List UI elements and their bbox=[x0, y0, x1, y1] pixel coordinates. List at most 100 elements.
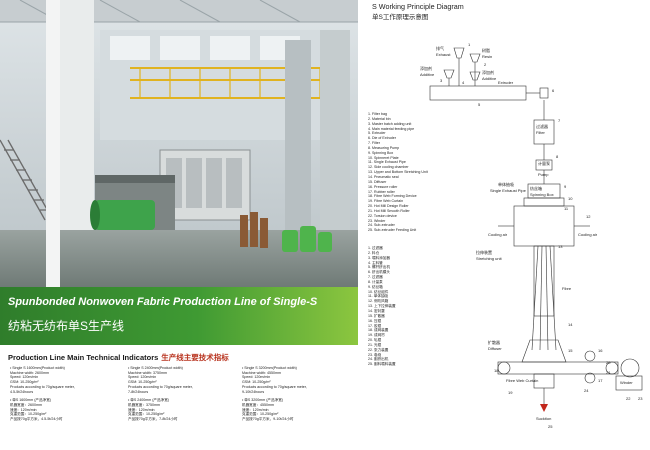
label-cn-additive-2: 添加剂 bbox=[482, 69, 494, 75]
spec-line: Products according to 70g/square meter, bbox=[242, 384, 307, 389]
label-filter: Filter bbox=[536, 130, 546, 135]
legend-item: 3. 喂料添加器 bbox=[368, 255, 390, 260]
num-12: 12 bbox=[586, 214, 591, 219]
legend-item: 13. 上下拉伸装置 bbox=[368, 304, 396, 309]
num-15: 15 bbox=[568, 348, 573, 353]
legend-item: 17. Rubber roller bbox=[368, 189, 395, 194]
spec-line: 克重范围：10-250g/m² bbox=[10, 412, 47, 417]
spec-line: 7-8t/24hours bbox=[128, 389, 149, 394]
legend-item: 12. 侧吹风箱 bbox=[368, 299, 389, 304]
label-additive-1: Additive bbox=[420, 72, 435, 77]
left-panel: Spunbonded Nonwoven Fabric Production Li… bbox=[0, 0, 358, 422]
num-22: 22 bbox=[626, 396, 631, 401]
legend-item: 8. Measuring Pump bbox=[368, 145, 400, 150]
legend-item: 22. 张力装置 bbox=[368, 347, 389, 352]
label-cn-resin: 树脂 bbox=[482, 47, 490, 53]
label-additive-2: Additive bbox=[482, 76, 497, 81]
legend-item: 13. Upper and Bottom Stretching Unit bbox=[368, 170, 428, 175]
factory-illustration bbox=[0, 0, 358, 287]
legend-item: 11. Single Exhaust Pipe bbox=[368, 160, 406, 165]
legend-item: 19. Fibre Web Curtain bbox=[368, 199, 404, 204]
label-spinning-box: Spinning Box bbox=[530, 192, 554, 197]
legend-item: 18. 成网装置 bbox=[368, 328, 389, 333]
banner-title-cn: 纺粘无纺布单S生产线 bbox=[8, 319, 125, 333]
legend-item: 12. Side cooling chamber bbox=[368, 165, 409, 170]
spec-line: 产品按70g平方米，4.5-5t/24小时 bbox=[10, 417, 63, 422]
legend-item: 16. Pressure roller bbox=[368, 184, 398, 189]
label-winder: Winder bbox=[620, 380, 633, 385]
legend-item: 3. Master batch adding unit bbox=[368, 121, 412, 126]
num-8: 8 bbox=[556, 154, 559, 159]
spec-line: Machine width: 3750mm bbox=[128, 370, 167, 375]
spec-line: 机器宽度：2600mm bbox=[10, 402, 42, 407]
spec-line: GSM: 10-250g/m² bbox=[10, 380, 39, 385]
legend-item: 21. Hot Mill Smooth Roller bbox=[368, 208, 410, 213]
spec-line: 9-10t/24hours bbox=[242, 389, 265, 394]
spec-line: 产品按70g平方米，7-8t/24小时 bbox=[128, 417, 178, 422]
num-25: 25 bbox=[548, 424, 553, 429]
legend-item: 25. Sub-extruder Feeding Unit bbox=[368, 228, 417, 233]
spec-line: • Single S 2400mm(Product width) bbox=[128, 366, 183, 370]
spec-line: • Single S 1600mm(Product width) bbox=[10, 366, 65, 370]
working-principle-diagram: 排气 Exhaust 树脂 Resin 添加剂 Additive 添加剂 Add… bbox=[420, 42, 643, 429]
label-stretching-unit: Stretching unit bbox=[476, 256, 502, 261]
spec-line: 产品按70g平方米，9-10t/24小时 bbox=[242, 417, 294, 422]
banner-title-en: Spunbonded Nonwoven Fabric Production Li… bbox=[8, 296, 318, 308]
label-cn-additive-1: 添加剂 bbox=[420, 65, 432, 71]
num-5: 5 bbox=[478, 102, 481, 107]
legend-item: 25. 副料喂料装置 bbox=[368, 362, 396, 367]
spec-line: • 单S 3200mm (产品净宽) bbox=[242, 398, 283, 403]
num-10: 10 bbox=[568, 196, 573, 201]
legend-item: 8. 计量泵 bbox=[368, 279, 383, 284]
specs-title: Production Line Main Technical Indicator… bbox=[8, 352, 229, 363]
num-1: 1 bbox=[468, 42, 471, 47]
label-pump: Pump bbox=[538, 172, 549, 177]
num-23: 23 bbox=[638, 396, 643, 401]
num-13: 13 bbox=[558, 244, 563, 249]
num-9: 9 bbox=[564, 184, 567, 189]
legend-item: 5. Extruder bbox=[368, 131, 386, 136]
legend-item: 23. Winder bbox=[368, 218, 386, 223]
spec-line: Products according to 70g/square meter, bbox=[10, 384, 75, 389]
spec-line: GSM: 10-250g/m² bbox=[128, 380, 157, 385]
spec-column-1: • Single S 1600mm(Product width) Machine… bbox=[10, 366, 118, 422]
num-6: 6 bbox=[552, 88, 555, 93]
spec-line: 4.5-5t/24hours bbox=[10, 389, 34, 394]
label-cn-spinbox: 纺丝箱 bbox=[530, 185, 542, 191]
legend-item: 7. Filter bbox=[368, 141, 380, 146]
spec-line: 克重范围：10-250g/m² bbox=[242, 412, 279, 417]
legend-item: 17. 胶辊 bbox=[368, 323, 382, 328]
spec-line: Products according to 70g/square meter, bbox=[128, 384, 193, 389]
specs-title-en: Production Line Main Technical Indicator… bbox=[8, 353, 159, 362]
legend-item: 14. 密封罩 bbox=[368, 308, 385, 313]
spec-line: 速度：120m/min bbox=[10, 407, 37, 412]
legend-item: 4. Main material feeding pipe bbox=[368, 126, 415, 131]
label-cn-filter: 过滤器 bbox=[536, 123, 548, 129]
legend-item: 9. Spinning Box bbox=[368, 150, 394, 155]
num-24: 24 bbox=[584, 388, 589, 393]
legend-item: 9. 纺丝箱 bbox=[368, 284, 383, 289]
spec-line: GSM: 10-250g/m² bbox=[242, 380, 271, 385]
label-cn-exhaust: 排气 bbox=[436, 45, 444, 51]
label-extruder: Extruder bbox=[498, 80, 514, 85]
spec-line: 克重范围：10-250g/m² bbox=[128, 412, 165, 417]
legend-item: 2. Material bin bbox=[368, 116, 391, 121]
spec-line: • 单S 1600mm (产品净宽) bbox=[10, 398, 51, 403]
num-18: 18 bbox=[494, 368, 499, 373]
legend-item: 1. 过滤器 bbox=[368, 246, 383, 250]
spec-line: 速度：120m/min bbox=[242, 407, 269, 412]
num-21: 21 bbox=[606, 370, 611, 375]
num-14: 14 bbox=[568, 322, 573, 327]
specs-title-cn: 生产线主要技术指标 bbox=[161, 353, 229, 362]
spec-column-2: • Single S 2400mm(Product width) Machine… bbox=[128, 366, 236, 422]
label-single-exhaust-pipe: Single Exhaust Pipe bbox=[490, 188, 527, 193]
legend-item: 4. 主料管 bbox=[368, 260, 383, 265]
legend-item: 23. 卷绕 bbox=[368, 352, 382, 357]
num-4: 4 bbox=[462, 80, 465, 85]
right-panel: S Working Principle Diagram 单S工作原理示意图 1.… bbox=[358, 0, 650, 450]
spec-line: Speed: 120m/min bbox=[242, 375, 271, 380]
spec-line: Machine width: 2600mm bbox=[10, 370, 49, 375]
label-cooling-air-right: Cooling air bbox=[578, 232, 598, 237]
num-3: 3 bbox=[440, 78, 443, 83]
spec-line: Speed: 120m/min bbox=[10, 375, 39, 380]
